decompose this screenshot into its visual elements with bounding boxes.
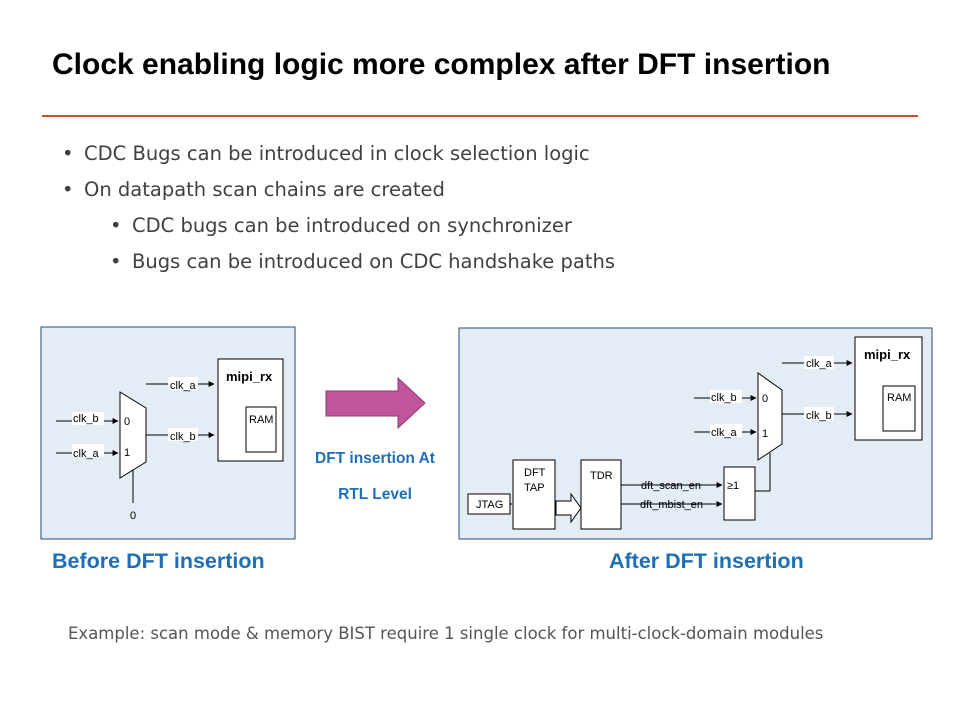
- or-gate-label: ≥1: [727, 480, 739, 492]
- after-in-clk-b: clk_b: [711, 392, 737, 404]
- before-select-const: 0: [130, 510, 136, 522]
- before-ram-label: RAM: [249, 414, 273, 426]
- after-block-label: mipi_rx: [864, 347, 911, 362]
- before-mux: [119, 391, 147, 479]
- title-divider: [42, 115, 918, 117]
- before-in-clk-a: clk_a: [73, 448, 100, 460]
- after-mux-sel1: 1: [762, 428, 768, 440]
- bullet-list: CDC Bugs can be introduced in clock sele…: [62, 140, 615, 284]
- after-mux-sel0: 0: [762, 393, 768, 405]
- after-out-clk-a: clk_a: [806, 358, 833, 370]
- after-panel: 0 1 clk_b clk_a clk_b clk_a mipi_rx RAM …: [458, 327, 933, 540]
- before-out-clk-b: clk_b: [170, 431, 196, 443]
- after-in-clk-a: clk_a: [711, 427, 738, 439]
- dft-tap-label-2: TAP: [524, 482, 545, 494]
- sub-bullet-item: CDC bugs can be introduced on synchroniz…: [110, 212, 615, 248]
- before-in-clk-b: clk_b: [73, 413, 99, 425]
- before-mux-sel1: 1: [124, 447, 130, 459]
- bullet-item: On datapath scan chains are created: [62, 176, 615, 212]
- before-out-clk-a: clk_a: [170, 380, 197, 392]
- dft-tap-label-1: DFT: [524, 467, 546, 479]
- caption-before: Before DFT insertion: [52, 549, 265, 573]
- after-mux: [757, 372, 783, 461]
- arrow-label-line2: RTL Level: [338, 486, 412, 503]
- transform-arrow: [325, 376, 426, 430]
- after-ram-label: RAM: [887, 392, 911, 404]
- footnote: Example: scan mode & memory BIST require…: [68, 624, 824, 643]
- bullet-item: CDC Bugs can be introduced in clock sele…: [62, 140, 615, 176]
- caption-after: After DFT insertion: [609, 549, 804, 573]
- before-panel: 0 1 clk_b clk_a 0 clk_b clk_a mipi_rx RA…: [40, 326, 296, 540]
- mbist-en-label: dft_mbist_en: [640, 499, 703, 511]
- tdr-label: TDR: [590, 470, 613, 482]
- before-mux-sel0: 0: [124, 416, 130, 428]
- before-block-label: mipi_rx: [226, 369, 273, 384]
- sub-bullet-item: Bugs can be introduced on CDC handshake …: [110, 248, 615, 284]
- arrow-label-line1: DFT insertion At: [315, 450, 435, 467]
- scan-en-label: dft_scan_en: [641, 480, 701, 492]
- after-out-clk-b: clk_b: [806, 410, 832, 422]
- jtag-label: JTAG: [476, 499, 503, 511]
- slide-title: Clock enabling logic more complex after …: [52, 48, 831, 81]
